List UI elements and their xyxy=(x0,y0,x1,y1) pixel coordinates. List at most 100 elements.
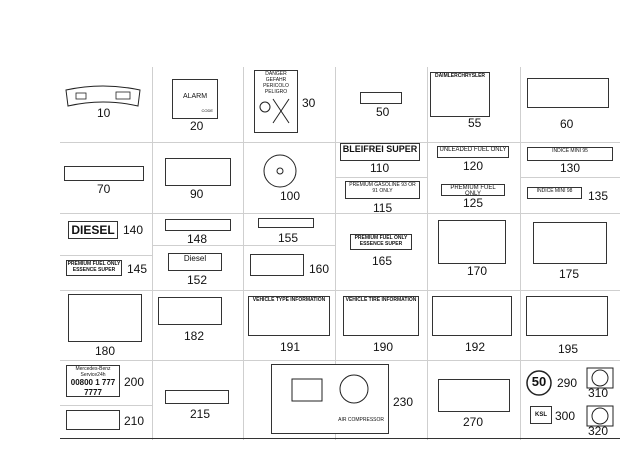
premium-fuel-text: PREMIUM FUEL ONLY xyxy=(450,185,496,196)
callout-number: 130 xyxy=(560,161,581,175)
gefahr-text: GEFAHR xyxy=(265,77,287,83)
grid-divider xyxy=(60,213,620,214)
callout-number: 55 xyxy=(468,116,482,130)
grid-divider xyxy=(60,142,620,143)
diesel-text: DIESEL xyxy=(71,223,115,237)
callout-number: 145 xyxy=(127,262,148,276)
grid-divider xyxy=(60,405,152,406)
callout-number: 270 xyxy=(463,415,484,429)
grid-divider xyxy=(60,255,152,256)
callout-number: 195 xyxy=(558,342,579,356)
unleaded-text: UNLEADED FUEL ONLY xyxy=(439,147,507,153)
label-270 xyxy=(438,379,510,412)
callout-number: 160 xyxy=(309,262,330,276)
label-70 xyxy=(64,166,144,181)
mb-service-text: Mercedes-Benz Service24h xyxy=(75,366,111,378)
grid-divider xyxy=(243,67,244,440)
label-145: PREMIUM FUEL ONLY ESSENCE SUPER xyxy=(66,260,122,276)
label-210 xyxy=(66,410,120,430)
callout-number: 230 xyxy=(393,395,414,409)
label-155 xyxy=(258,218,314,228)
label-115: PREMIUM GASOLINE 93 OR 91 ONLY xyxy=(345,181,420,199)
label-30-danger: DANGER GEFAHR PERICOLO PELIGRO xyxy=(254,70,298,133)
bottom-rule xyxy=(60,438,620,439)
callout-number: 135 xyxy=(588,189,609,203)
callout-number: 120 xyxy=(463,159,484,173)
vehicle-tire-text: VEHICLE TIRE INFORMATION xyxy=(345,297,417,303)
callout-number: 100 xyxy=(280,189,301,203)
callout-number: 320 xyxy=(588,424,609,438)
label-182 xyxy=(158,297,222,325)
callout-number: 152 xyxy=(187,273,208,287)
vehicle-type-text: VEHICLE TYPE INFORMATION xyxy=(252,297,326,303)
indice-mini-98-text: INDICE MINI 98 xyxy=(536,188,573,194)
callout-number: 50 xyxy=(376,105,390,119)
label-190: VEHICLE TIRE INFORMATION xyxy=(343,296,419,336)
callout-number: 30 xyxy=(302,96,316,110)
label-60 xyxy=(527,78,609,108)
callout-number: 90 xyxy=(190,187,204,201)
callout-number: 10 xyxy=(97,106,111,120)
callout-number: 125 xyxy=(463,196,484,210)
speed-text: 50 xyxy=(531,374,547,389)
label-10-shape xyxy=(64,84,142,108)
label-200: Mercedes-Benz Service24h 00800 1 777 777… xyxy=(66,365,120,397)
label-320-badge xyxy=(586,405,614,427)
callout-number: 310 xyxy=(588,386,609,400)
code-text: CODE xyxy=(201,108,213,113)
callout-number: 20 xyxy=(190,119,204,133)
diesel2-text: Diesel xyxy=(183,254,207,263)
callout-number: 191 xyxy=(280,340,301,354)
pericolo-text: PERICOLO xyxy=(263,83,289,89)
callout-number: 180 xyxy=(95,344,116,358)
bleifrei-text: BLEIFREI SUPER xyxy=(342,144,418,154)
callout-number: 60 xyxy=(560,117,574,131)
label-180 xyxy=(68,294,142,342)
callout-number: 290 xyxy=(557,376,578,390)
label-215 xyxy=(165,390,229,404)
grid-divider xyxy=(335,67,336,440)
grid-divider xyxy=(152,245,243,246)
label-175 xyxy=(533,222,607,264)
premium-fuel-2-text: PREMIUM FUEL ONLY xyxy=(354,235,408,241)
callout-number: 175 xyxy=(559,267,580,281)
label-195 xyxy=(526,296,608,336)
label-120: UNLEADED FUEL ONLY xyxy=(437,146,509,158)
label-230: AIR COMPRESSOR xyxy=(271,364,389,434)
label-170 xyxy=(438,220,506,264)
label-140-diesel: DIESEL xyxy=(68,221,118,239)
callout-number: 70 xyxy=(97,182,111,196)
callout-number: 215 xyxy=(190,407,211,421)
label-148 xyxy=(165,219,231,231)
label-160 xyxy=(250,254,304,276)
label-191: VEHICLE TYPE INFORMATION xyxy=(248,296,330,336)
danger-text: DANGER xyxy=(265,71,287,77)
essence-super-text: ESSENCE SUPER xyxy=(72,267,116,273)
essence-super-2-text: ESSENCE SUPER xyxy=(359,241,403,247)
peligro-text: PELIGRO xyxy=(264,89,288,95)
grid-divider xyxy=(335,177,427,178)
label-125: PREMIUM FUEL ONLY xyxy=(441,184,505,196)
label-290-speed: 50 xyxy=(526,368,552,398)
callout-number: 300 xyxy=(555,409,576,423)
phone-text: 00800 1 777 7777 xyxy=(70,378,116,397)
callout-number: 192 xyxy=(465,340,486,354)
label-135: INDICE MINI 98 xyxy=(527,187,582,199)
ksl-text: KSL xyxy=(535,412,547,418)
label-20-alarm: ALARM CODE xyxy=(172,79,218,119)
grid-divider xyxy=(60,290,620,291)
callout-number: 182 xyxy=(184,329,205,343)
callout-number: 165 xyxy=(372,254,393,268)
label-90 xyxy=(165,158,231,186)
grid-divider xyxy=(60,360,620,361)
label-152: Diesel xyxy=(168,253,222,271)
callout-number: 148 xyxy=(187,232,208,246)
callout-number: 210 xyxy=(124,414,145,428)
label-110: BLEIFREI SUPER xyxy=(340,143,420,161)
label-310-badge xyxy=(586,367,614,389)
grid-divider xyxy=(243,245,335,246)
label-165: PREMIUM FUEL ONLY ESSENCE SUPER xyxy=(350,234,412,250)
grid-divider xyxy=(427,67,428,440)
label-100-disc xyxy=(262,151,302,191)
grid-divider xyxy=(520,67,521,440)
